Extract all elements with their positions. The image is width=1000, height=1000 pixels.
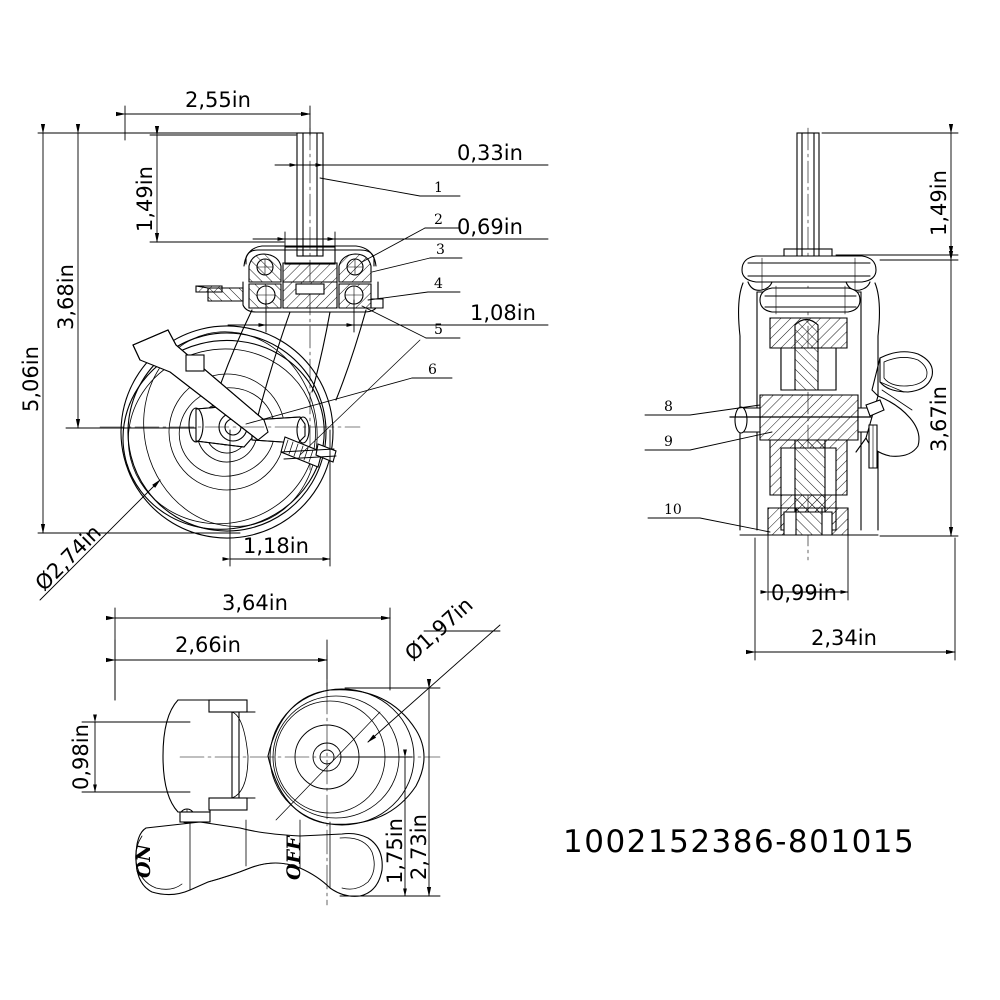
- plan-brake-pedal: [135, 808, 383, 897]
- dim-label-2.66in: 2,66in: [175, 633, 241, 657]
- balloon-leader-2: [361, 227, 461, 263]
- dim-0.98in: [81, 714, 191, 793]
- dim-1.49in-front: [149, 126, 297, 243]
- balloon-leader-6: [245, 377, 453, 425]
- brake-label-off: OFF: [283, 835, 305, 880]
- caster-wheel: [120, 325, 334, 539]
- part-number: 1002152386-801015: [563, 824, 915, 860]
- brake-shoe: [280, 436, 337, 468]
- balloon-1: 1: [434, 180, 443, 196]
- dim-label-1.49in-side: 1,49in: [927, 170, 951, 236]
- balloon-leader-4: [367, 291, 461, 301]
- balloon-3: 3: [436, 242, 445, 258]
- dim-label-5.06in: 5,06in: [19, 346, 43, 412]
- side-view-dimensions: [746, 124, 959, 661]
- plan-mount-body: [162, 699, 256, 813]
- dim-label-dia-2.74in: Ø2,74in: [31, 520, 106, 595]
- balloon-leader-5: [361, 305, 461, 339]
- dim-2.55in: [116, 105, 311, 141]
- side-brake-pedal: [855, 351, 933, 469]
- plan-top-view: [135, 654, 441, 906]
- plan-view-dimensions: [81, 607, 501, 897]
- front-view-balloons: [245, 177, 463, 456]
- dim-label-1.08in: 1,08in: [470, 301, 536, 325]
- dim-label-2.34in: 2,34in: [811, 626, 877, 650]
- dim-label-3.64in: 3,64in: [222, 591, 288, 615]
- balloon-10: 10: [664, 502, 682, 518]
- dim-label-2.73in: 2,73in: [407, 814, 431, 880]
- dim-label-1.75in: 1,75in: [383, 818, 407, 884]
- front-elevation-view: [99, 127, 384, 539]
- balloon-leader-9: [644, 431, 773, 451]
- swivel-raceway-assembly: [195, 245, 384, 313]
- brake-lever-arm: [132, 329, 337, 468]
- balloon-2: 2: [434, 212, 443, 228]
- dim-5.06in: [37, 124, 241, 534]
- balloon-6: 6: [428, 362, 437, 378]
- dim-2.34in: [746, 537, 956, 661]
- front-view-dimensions: [37, 105, 549, 601]
- dim-label-3.67in: 3,67in: [927, 386, 951, 452]
- balloon-9: 9: [664, 434, 673, 450]
- dim-2.66in: [106, 639, 328, 701]
- dim-1.08in: [227, 299, 549, 333]
- balloon-4: 4: [434, 276, 443, 292]
- dim-label-0.98in: 0,98in: [69, 724, 93, 790]
- dim-label-0.99in: 0,99in: [771, 581, 837, 605]
- balloon-leader-10: [647, 517, 771, 533]
- dim-dia-2.74in: [39, 479, 161, 601]
- side-swivel-plate: [741, 255, 877, 291]
- dim-1.18in: [222, 429, 331, 567]
- dim-dia-1.97in: [367, 624, 501, 743]
- dim-label-0.69in: 0,69in: [457, 215, 523, 239]
- dim-label-1.18in: 1,18in: [243, 534, 309, 558]
- dim-label-1.49in-front: 1,49in: [133, 166, 157, 232]
- dim-3.64in: [106, 607, 391, 701]
- side-section-view: [729, 127, 933, 561]
- dim-3.67in: [879, 251, 959, 537]
- side-hub-section: [729, 317, 896, 536]
- balloon-5: 5: [434, 322, 443, 338]
- dim-3.68in: [65, 124, 301, 429]
- dim-0.99in: [760, 509, 849, 601]
- balloon-leader-3: [371, 257, 463, 273]
- dim-1.75in: [339, 749, 413, 897]
- balloon-8: 8: [664, 399, 673, 415]
- dim-0.69in: [252, 231, 549, 251]
- dim-label-3.68in: 3,68in: [54, 264, 78, 330]
- dim-1.49in-side: [821, 124, 959, 256]
- dim-label-0.33in: 0,33in: [457, 141, 523, 165]
- side-view-balloons: [644, 404, 773, 533]
- balloon-leader-8: [644, 404, 761, 416]
- dim-label-2.55in: 2,55in: [185, 88, 251, 112]
- balloon-leader-1: [319, 177, 461, 197]
- brake-label-on: ON: [133, 843, 155, 878]
